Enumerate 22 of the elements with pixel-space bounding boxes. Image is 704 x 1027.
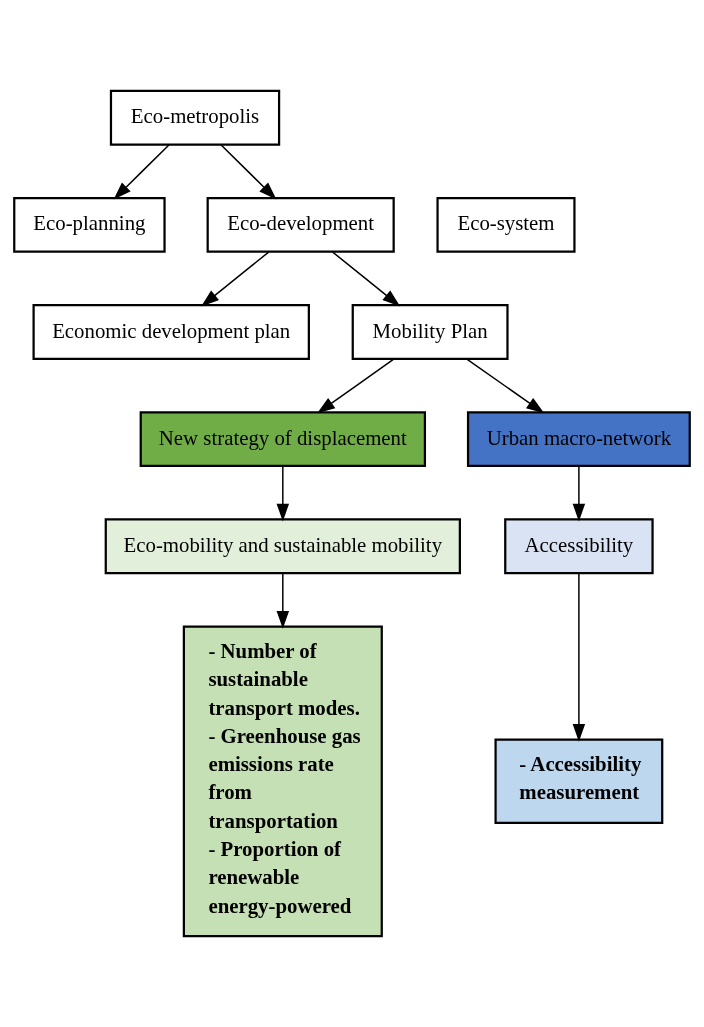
arrow bbox=[572, 572, 586, 742]
node-box: - Accessibility measurement bbox=[494, 738, 664, 825]
node-box: Urban macro-network bbox=[466, 411, 691, 467]
node-box: Economic development plan bbox=[32, 304, 310, 360]
node-box: New strategy of displacement bbox=[139, 411, 426, 467]
node-box: Eco-mobility and sustainable mobility bbox=[104, 518, 461, 575]
arrow bbox=[331, 251, 401, 307]
node-box: Eco-planning bbox=[13, 196, 166, 253]
node-box: Mobility Plan bbox=[351, 304, 509, 360]
node-box: Accessibility bbox=[504, 518, 654, 575]
node-box: - Number of sustainable transport modes. - Greenhouse gas emissions rate from transportation - Proportion of renewable energy-powered bbox=[182, 625, 383, 938]
node-box: Eco-system bbox=[436, 196, 576, 253]
arrow bbox=[113, 144, 170, 200]
arrow bbox=[317, 358, 395, 414]
arrow bbox=[276, 465, 290, 522]
arrow bbox=[276, 572, 290, 629]
arrow bbox=[220, 144, 277, 200]
node-box: Eco-metropolis bbox=[109, 89, 281, 146]
arrow bbox=[572, 465, 586, 522]
node-box: Eco-development bbox=[206, 196, 395, 253]
arrow bbox=[465, 358, 545, 414]
arrow bbox=[201, 251, 270, 307]
